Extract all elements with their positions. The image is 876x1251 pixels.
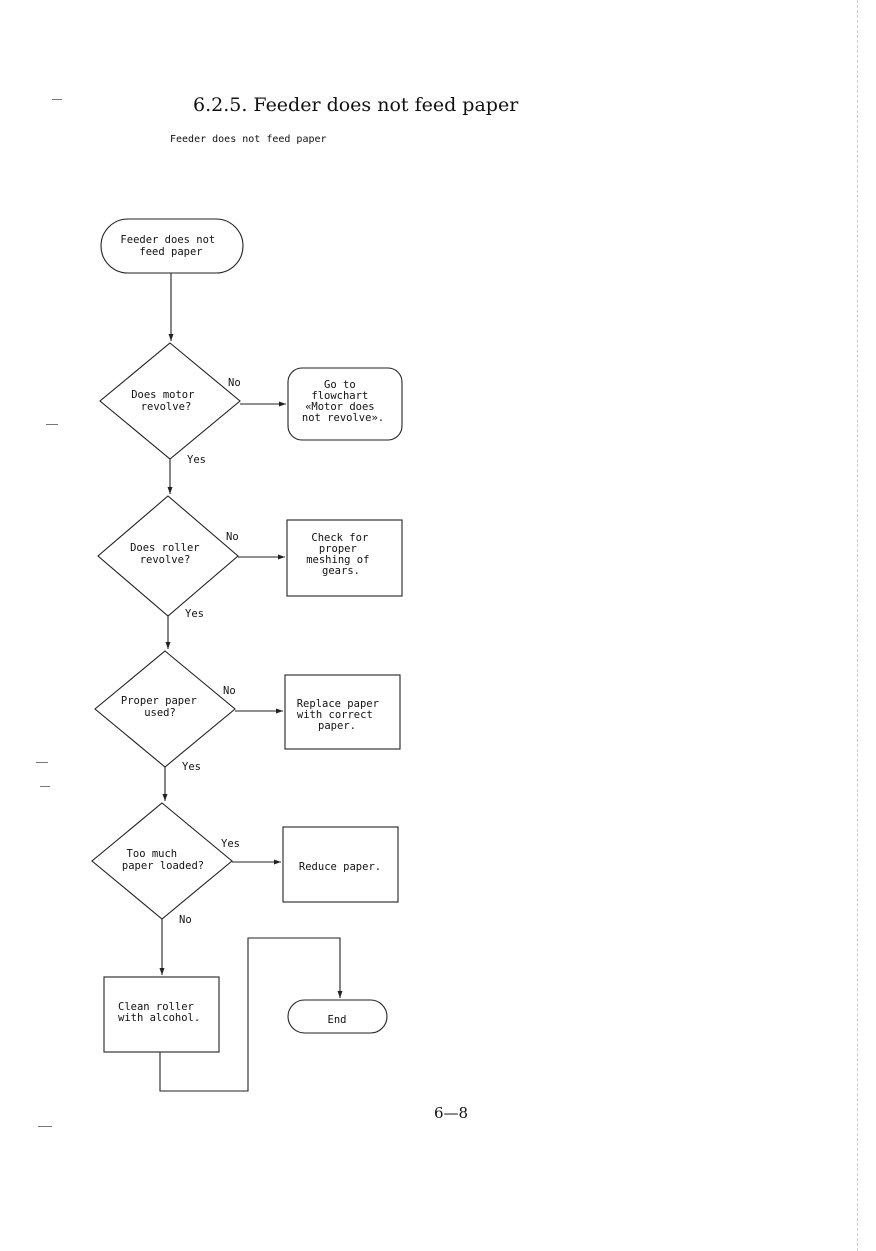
roller-yes-label: Yes: [185, 608, 204, 620]
check-gears-box: [286, 519, 403, 597]
replace-paper-label: Replace paper with correct paper.: [297, 698, 386, 732]
page-margin-rule: [857, 0, 858, 1251]
check-gears-label: Check for proper meshing of gears.: [306, 532, 376, 577]
decision-motor-label: Does motor revolve?: [131, 389, 201, 413]
connector-clean-to-end: [159, 937, 343, 1092]
motor-no-label: No: [228, 377, 241, 389]
scan-mark: [36, 762, 48, 763]
decision-paper-label: Proper paper used?: [121, 695, 203, 719]
paper-yes-label: Yes: [182, 761, 201, 773]
section-heading: 6.2.5. Feeder does not feed paper: [193, 94, 519, 116]
start-label: Feeder does not feed paper: [120, 234, 221, 258]
paper-no-label: No: [223, 685, 236, 697]
page-number: 6—8: [434, 1104, 469, 1122]
clean-roller-box: [103, 976, 220, 1053]
end-terminal: [287, 999, 388, 1034]
scan-mark: [46, 424, 58, 425]
clean-roller-label: Clean roller with alcohol.: [118, 1001, 200, 1024]
end-label: End: [328, 1014, 347, 1026]
reduce-paper-box: [282, 826, 399, 903]
reduce-paper-label: Reduce paper.: [299, 861, 381, 873]
decision-load-label: Too much paper loaded?: [122, 848, 204, 872]
load-no-label: No: [179, 914, 192, 926]
goto-flowchart-label: Go to flowchart «Motor does not revolve»…: [302, 379, 384, 424]
scan-mark: [38, 1126, 52, 1127]
motor-yes-label: Yes: [187, 454, 206, 466]
flowchart-caption: Feeder does not feed paper: [170, 134, 327, 145]
load-yes-label: Yes: [221, 838, 240, 850]
scan-mark: [52, 99, 62, 100]
decision-roller-label: Does roller revolve?: [130, 542, 206, 566]
replace-paper-box: [284, 674, 401, 750]
scan-mark: [40, 786, 50, 787]
goto-flowchart-box: [287, 367, 403, 441]
roller-no-label: No: [226, 531, 239, 543]
start-terminal: [100, 218, 244, 274]
